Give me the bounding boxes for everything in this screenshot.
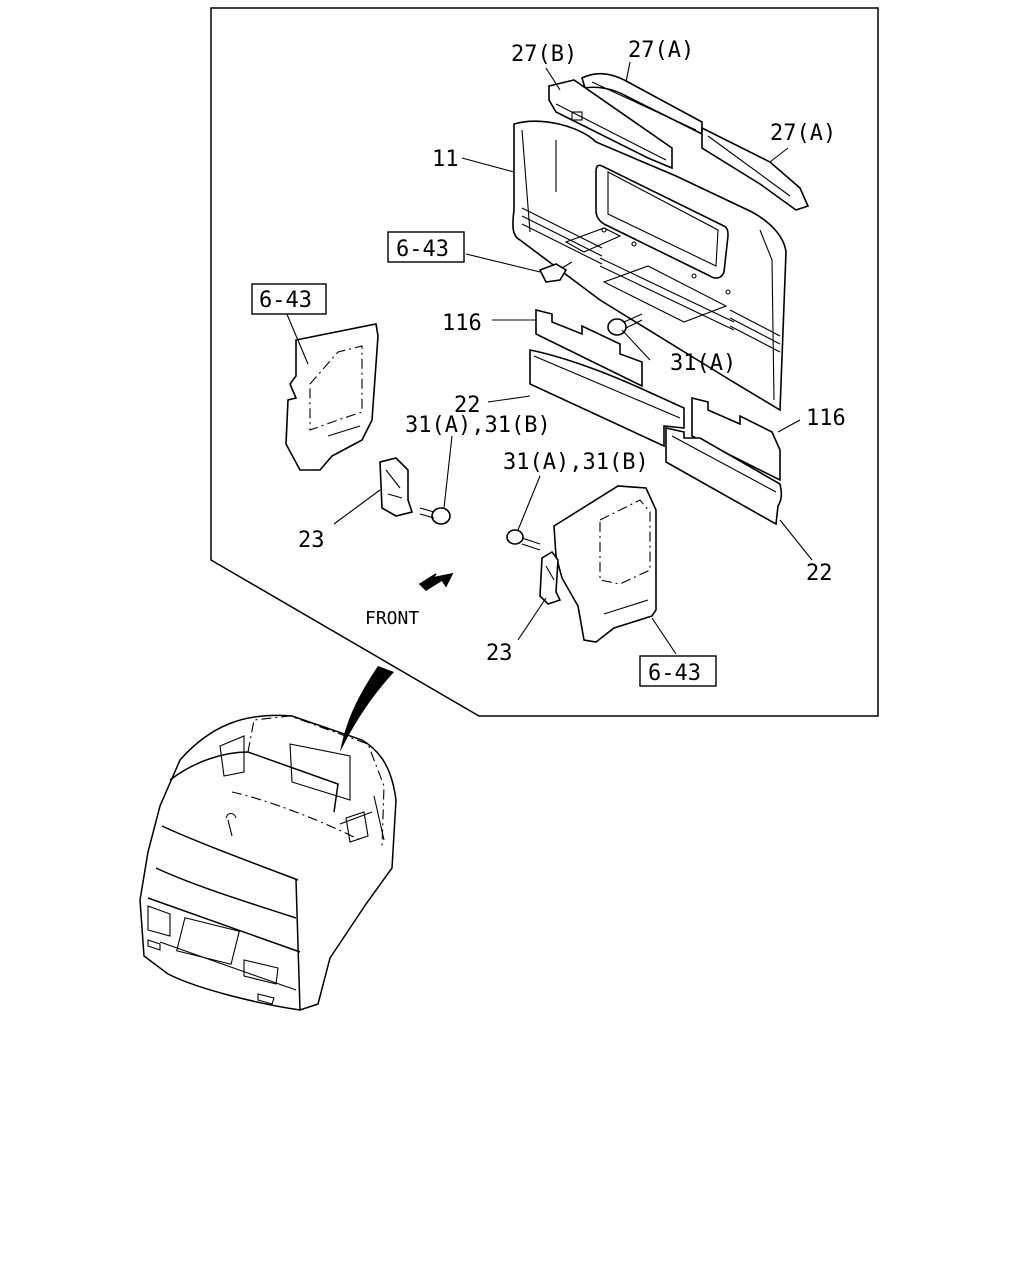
fastener-31-left bbox=[419, 507, 451, 525]
clip-fastener bbox=[538, 261, 573, 283]
label-22-left: 22 bbox=[454, 393, 481, 418]
pin-31a bbox=[607, 313, 643, 336]
label-23-right: 23 bbox=[486, 641, 513, 666]
ref-label-643-left: 6-43 bbox=[259, 288, 312, 313]
strip-22-left bbox=[529, 349, 685, 448]
side-panel-right bbox=[553, 485, 657, 643]
pad-116-left bbox=[535, 308, 643, 388]
label-11: 11 bbox=[432, 147, 459, 172]
inset-frame bbox=[210, 7, 879, 717]
label-22-right: 22 bbox=[806, 561, 833, 586]
ref-box-643-top bbox=[387, 231, 465, 263]
label-27b: 27(B) bbox=[511, 42, 577, 67]
front-arrow-icon bbox=[418, 572, 454, 591]
bracket-23-right bbox=[539, 550, 562, 605]
leader-lines bbox=[285, 61, 813, 655]
trim-27b bbox=[548, 79, 673, 170]
label-116-left: 116 bbox=[442, 311, 482, 336]
rear-panel-11 bbox=[512, 120, 787, 412]
label-23-left: 23 bbox=[298, 528, 325, 553]
side-panel-left bbox=[285, 323, 379, 471]
bracket-23-left bbox=[379, 457, 414, 517]
label-27a-right: 27(A) bbox=[770, 121, 836, 146]
ref-label-643-bottom: 6-43 bbox=[648, 661, 701, 686]
label-front: FRONT bbox=[365, 608, 419, 629]
ref-label-643-top: 6-43 bbox=[396, 237, 449, 262]
label-116-right: 116 bbox=[806, 406, 846, 431]
label-31a: 31(A) bbox=[670, 351, 736, 376]
cab-overview bbox=[139, 714, 397, 1011]
label-31ab-right: 31(A),31(B) bbox=[503, 450, 649, 475]
ref-box-643-left bbox=[251, 283, 327, 315]
ref-box-643-bottom bbox=[639, 655, 717, 687]
fastener-31-right bbox=[506, 529, 541, 551]
strip-22-right bbox=[665, 427, 783, 526]
label-31ab-left: 31(A),31(B) bbox=[405, 413, 551, 438]
label-27a-top: 27(A) bbox=[628, 38, 694, 63]
callout-pointer bbox=[340, 666, 394, 752]
